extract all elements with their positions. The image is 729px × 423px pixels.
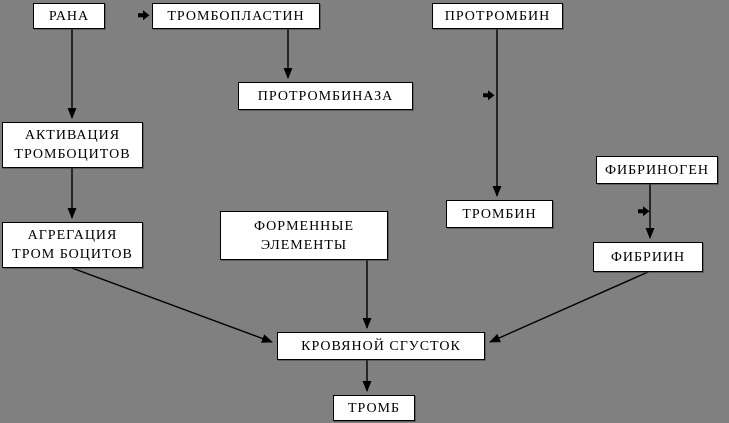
- node-trombin: ТРОМБИН: [446, 200, 553, 228]
- node-blood-clot: КРОВЯНОЙ СГУСТОК: [277, 332, 485, 360]
- connector-lines: [67, 29, 655, 392]
- node-fibrinogen: ФИБРИНОГЕН: [596, 156, 718, 184]
- node-formed-elements-label: ФОРМЕННЫЕ ЭЛЕМЕНТЫ: [253, 218, 355, 253]
- node-platelet-activation: АКТИВАЦИЯ ТРОМБОЦИТОВ: [2, 122, 143, 168]
- node-thrombus-label: ТРОМБ: [347, 400, 401, 416]
- node-tromboplastin-label: ТРОМБОПЛАСТИН: [167, 8, 305, 24]
- node-formed-elements: ФОРМЕННЫЕ ЭЛЕМЕНТЫ: [220, 211, 388, 260]
- node-fibrin: ФИБРИИН: [593, 242, 703, 272]
- node-protrombinaza-label: ПРОТРОМБИНАЗА: [257, 88, 394, 104]
- node-protrombin-label: ПРОТРОМБИН: [444, 8, 551, 24]
- node-rana: РАНА: [33, 3, 105, 29]
- node-platelet-aggregation: АГРЕГАЦИЯ ТРОМ БОЦИТОВ: [2, 222, 143, 268]
- node-thrombus: ТРОМБ: [333, 395, 415, 421]
- node-platelet-activation-label: АКТИВАЦИЯ ТРОМБОЦИТОВ: [14, 128, 131, 162]
- node-protrombinaza: ПРОТРОМБИНАЗА: [238, 82, 413, 110]
- node-blood-clot-label: КРОВЯНОЙ СГУСТОК: [301, 338, 461, 354]
- node-fibrin-label: ФИБРИИН: [610, 249, 686, 265]
- node-tromboplastin: ТРОМБОПЛАСТИН: [152, 3, 320, 29]
- node-rana-label: РАНА: [48, 8, 90, 24]
- small-right-arrow-icon: [138, 10, 650, 217]
- node-protrombin: ПРОТРОМБИН: [432, 3, 563, 29]
- node-trombin-label: ТРОМБИН: [462, 206, 537, 222]
- node-fibrinogen-label: ФИБРИНОГЕН: [604, 162, 710, 178]
- node-platelet-aggregation-label: АГРЕГАЦИЯ ТРОМ БОЦИТОВ: [12, 228, 133, 262]
